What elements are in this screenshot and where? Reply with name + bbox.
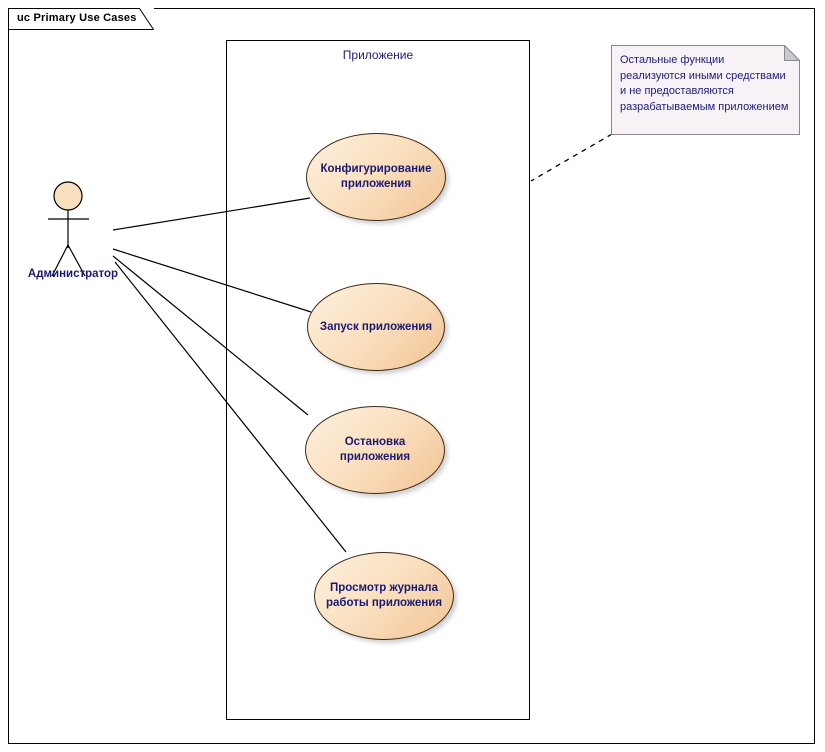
- note-shape: [611, 45, 800, 135]
- use-case-start[interactable]: Запуск приложения: [307, 283, 445, 371]
- diagram-note-text: Остальные функции реализуются иными сред…: [620, 54, 789, 113]
- use-case-view-log-label: Просмотр журнала работы приложения: [325, 582, 443, 609]
- system-boundary-label: Приложение: [342, 48, 414, 62]
- use-case-stop[interactable]: Остановка приложения: [305, 406, 445, 494]
- diagram-note[interactable]: Остальные функции реализуются иными сред…: [611, 45, 800, 135]
- actor-label: Администратор: [27, 268, 119, 280]
- use-case-start-label: Запуск приложения: [319, 320, 433, 333]
- use-case-stop-label: Остановка приложения: [339, 436, 411, 463]
- title-tab-shape: [8, 8, 154, 30]
- use-case-configure[interactable]: Конфигурирование приложения: [306, 133, 446, 221]
- diagram-title-label: uc Primary Use Cases: [17, 12, 137, 24]
- use-case-configure-label: Конфигурирование приложения: [320, 163, 432, 190]
- diagram-title-tab[interactable]: uc Primary Use Cases: [8, 8, 154, 30]
- use-case-view-log[interactable]: Просмотр журнала работы приложения: [314, 552, 454, 640]
